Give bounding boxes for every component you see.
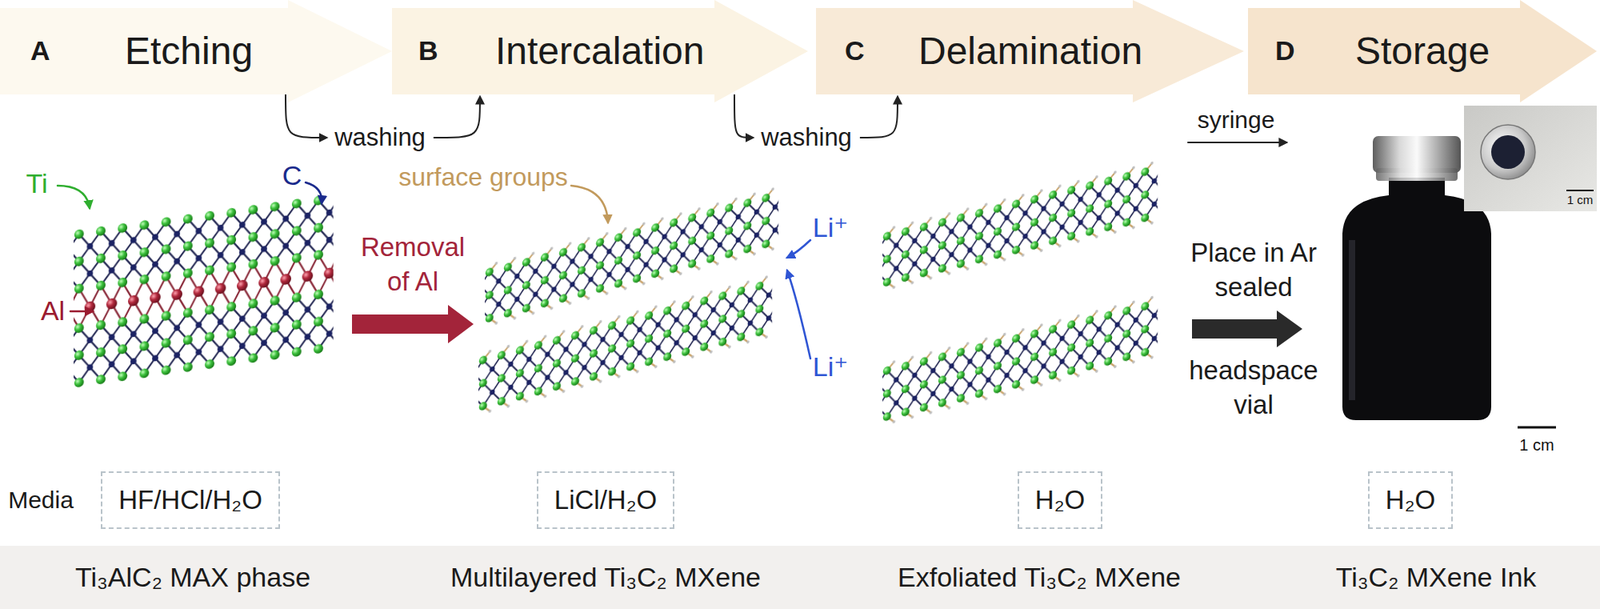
mxene-sheet-fill [882,293,1158,427]
connector-line [860,96,898,138]
arrow-label: Removal of Al [352,230,473,300]
surface-group-leader [571,185,608,223]
ti-leader [57,185,90,208]
media-box: LiCl/H₂O [536,471,675,529]
max-phase-structure [73,187,334,394]
step-letter: D [1275,35,1296,67]
inset-ground [1464,105,1597,212]
mxene-sheet-fill [882,159,1158,292]
step-name: Delamination [918,28,1143,73]
cap-septum [1491,135,1525,169]
leader-lines [57,142,1287,359]
step-arrow: D Storage [1248,0,1597,103]
vial-crimp [1376,168,1458,181]
scale-label: 1 cm [1519,436,1554,455]
step-name: Etching [124,28,253,73]
connector-label: washing [332,123,428,152]
cap-inset-photo [1464,105,1597,212]
row-heading: Media [8,486,74,515]
c-leader [305,182,322,204]
callout-label: surface groups [398,162,568,192]
arrow-fill [1248,0,1597,103]
arrow-fill [392,0,808,103]
connector-line [433,96,480,138]
step-name: Intercalation [495,28,705,73]
material-band: Ti₃AlC₂ MAX phase Multilayered Ti₃C₂ MXen… [0,545,1600,609]
arrow-fill [0,0,392,103]
connector-label: washing [759,123,854,152]
media-name: H₂O [1385,484,1436,516]
li-leader [787,270,811,359]
media-name: H₂O [1035,484,1085,516]
media-name: LiCl/H₂O [554,484,657,516]
arrow-fill [816,0,1244,103]
storage-arrow [1192,310,1303,348]
step-letter: C [844,35,865,67]
arrow-label: syringe [1197,106,1276,135]
arrow-label: headspace vial [1181,353,1326,423]
step-arrow: B Intercalation [392,0,808,103]
step-name: Storage [1355,28,1490,73]
vial-highlight [1348,240,1356,400]
step-arrow: A Etching [0,0,392,103]
material-name: Ti₃AlC₂ MAX phase [75,561,311,593]
media-box: HF/HCl/H₂O [100,471,280,529]
media-box: H₂O [1017,471,1103,529]
scale-bar [1566,189,1594,192]
scale-label: 1 cm [1567,192,1594,207]
step-arrow: C Delamination [816,0,1244,103]
arrow-label: Place in Ar sealed [1181,236,1326,305]
max-lattice-fill [73,187,334,394]
connector-line [734,94,753,138]
ion-label: Li⁺ [812,212,848,244]
removal-arrow [352,304,474,344]
atom-label: Al [40,295,65,327]
exfoliated-top-sheet [882,159,1158,292]
cap-ring [1480,124,1536,180]
media-name: HF/HCl/H₂O [118,484,263,516]
material-name: Multilayered Ti₃C₂ MXene [450,561,761,593]
ion-label: Li⁺ [812,351,848,383]
vial-cap [1372,136,1461,173]
mxene-sheet-fill [478,273,772,417]
syringe-arrow [1188,141,1287,144]
atom-label: C [282,160,303,192]
atom-label: Ti [25,168,48,200]
vial-body [1342,177,1492,420]
material-name: Exfoliated Ti₃C₂ MXene [897,561,1181,593]
step-letter: B [418,35,439,67]
media-box: H₂O [1368,471,1453,529]
connector-line [285,94,327,138]
scale-bar [1517,426,1556,429]
li-leader [787,240,811,258]
exfoliated-bottom-sheet [882,293,1158,427]
multilayer-bottom-sheet [478,273,772,417]
al-leader [70,310,93,313]
material-name: Ti₃C₂ MXene Ink [1336,561,1537,593]
step-letter: A [30,35,51,67]
